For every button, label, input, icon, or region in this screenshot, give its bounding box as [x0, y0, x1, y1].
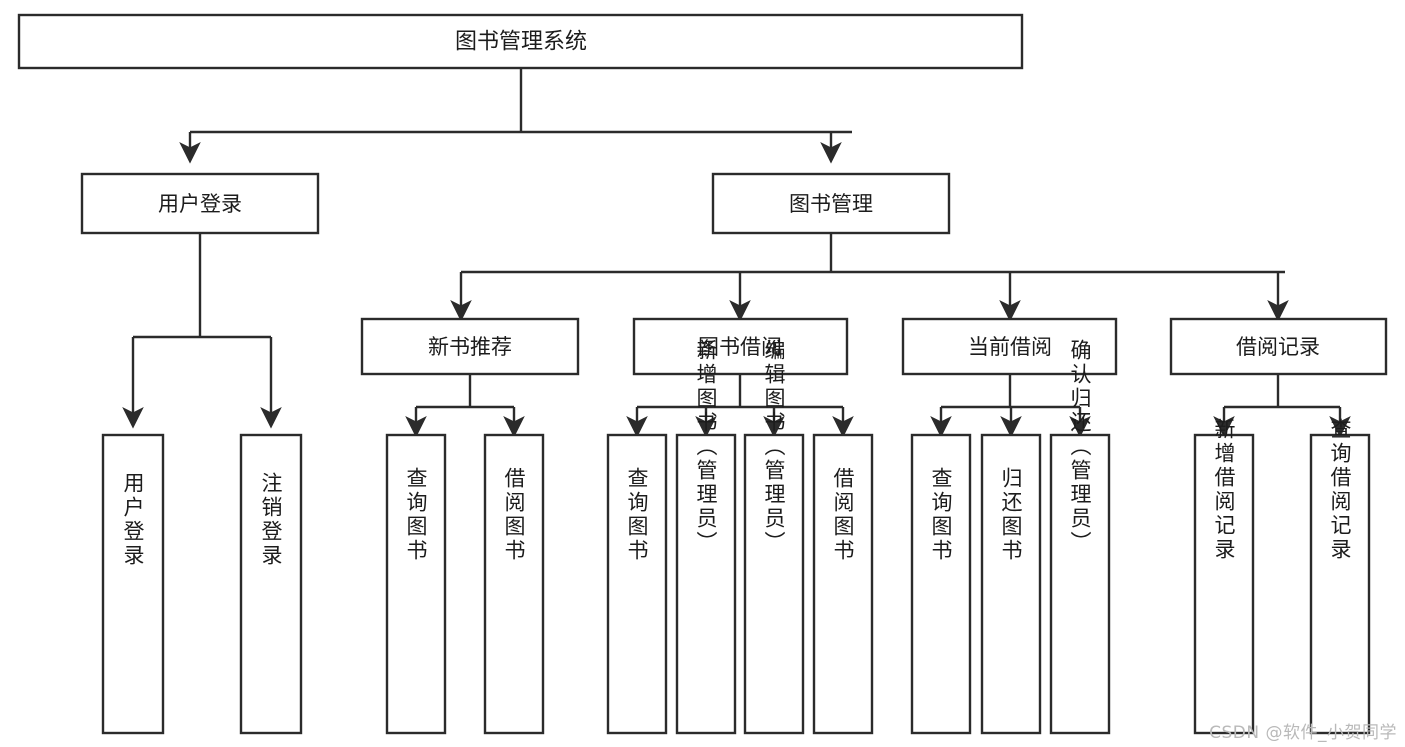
leaf-borrow-borrow[interactable]: 借阅图书: [812, 433, 874, 735]
leaf-borrow-edit[interactable]: 编辑图书（管理员）: [743, 339, 805, 735]
leaf-record-add[interactable]: 新增借阅记录: [1193, 418, 1255, 735]
leaf-borrow-query-label: 查询图书: [625, 467, 649, 563]
node-new-book-recommend[interactable]: 新书推荐: [360, 317, 580, 376]
node-new-book-recommend-label: 新书推荐: [428, 335, 512, 359]
connector-current-to-leaves: [930, 374, 1091, 438]
leaf-user-login-logout-label: 注销登录: [259, 472, 283, 568]
leaf-current-return-label: 归还图书: [999, 467, 1023, 563]
connector-record-to-leaves: [1213, 374, 1351, 438]
leaf-current-query[interactable]: 查询图书: [910, 433, 972, 735]
leaf-borrow-edit-label: 编辑图书（管理员）: [762, 339, 786, 555]
connector-root-to-level2: [179, 68, 852, 164]
leaf-borrow-add-label: 新增图书（管理员）: [694, 339, 718, 555]
node-book-management[interactable]: 图书管理: [711, 172, 951, 235]
node-current-borrow[interactable]: 当前借阅: [901, 317, 1118, 376]
leaf-current-query-label: 查询图书: [929, 467, 953, 563]
leaf-record-query[interactable]: 查询借阅记录: [1309, 418, 1371, 735]
leaf-borrow-query[interactable]: 查询图书: [606, 433, 668, 735]
leaf-current-confirm-return-label: 确认归还（管理员）: [1068, 339, 1092, 555]
node-book-borrow[interactable]: 图书借阅: [632, 317, 849, 376]
leaf-newbook-query[interactable]: 查询图书: [385, 433, 447, 735]
node-book-borrow-label: 图书借阅: [698, 335, 782, 359]
leaf-user-login-login[interactable]: 用户登录: [101, 433, 165, 735]
leaf-current-return[interactable]: 归还图书: [980, 433, 1042, 735]
leaf-borrow-add[interactable]: 新增图书（管理员）: [675, 339, 737, 735]
node-root[interactable]: 图书管理系统: [17, 13, 1024, 70]
connector-bookmgmt-to-level3: [450, 233, 1289, 322]
connector-userlogin-to-leaves: [122, 233, 282, 429]
leaf-newbook-borrow-label: 借阅图书: [502, 467, 526, 563]
node-user-login-label: 用户登录: [158, 192, 242, 216]
leaf-record-query-label: 查询借阅记录: [1328, 418, 1352, 562]
connector-borrow-to-leaves: [626, 374, 854, 438]
leaf-user-login-login-label: 用户登录: [121, 472, 145, 568]
leaf-user-login-logout[interactable]: 注销登录: [239, 433, 303, 735]
node-book-management-label: 图书管理: [789, 192, 873, 216]
node-current-borrow-label: 当前借阅: [968, 335, 1052, 359]
leaf-newbook-query-label: 查询图书: [404, 467, 428, 563]
node-borrow-record-label: 借阅记录: [1236, 335, 1320, 359]
leaf-newbook-borrow[interactable]: 借阅图书: [483, 433, 545, 735]
leaf-borrow-borrow-label: 借阅图书: [831, 467, 855, 563]
leaf-current-confirm-return[interactable]: 确认归还（管理员）: [1049, 339, 1111, 735]
node-borrow-record[interactable]: 借阅记录: [1169, 317, 1388, 376]
leaf-record-add-label: 新增借阅记录: [1212, 418, 1236, 562]
node-root-label: 图书管理系统: [455, 30, 587, 55]
connector-newbook-to-leaves: [405, 374, 525, 438]
node-user-login[interactable]: 用户登录: [80, 172, 320, 235]
